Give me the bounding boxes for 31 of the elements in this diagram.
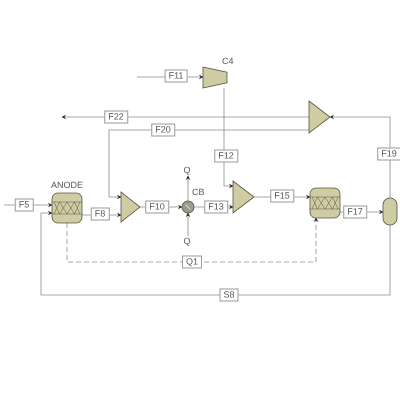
stream-line (108, 130, 310, 200)
stream-label: F20 (151, 124, 175, 136)
stream-line (186, 175, 190, 202)
stream-line (140, 204, 183, 210)
stream-line (136, 74, 204, 80)
stream-line (224, 88, 234, 188)
stream-label: F22 (104, 110, 128, 124)
stream-label: F8 (90, 208, 110, 220)
unit-label: CB (192, 187, 205, 197)
stream-label: F5 (14, 198, 34, 212)
stream-label: F12 (214, 150, 238, 162)
stream-line (4, 202, 53, 208)
stream-label: F19 (377, 148, 400, 160)
stream-label: Q (184, 236, 190, 246)
stream-label: F13 (204, 200, 228, 214)
stream-line (61, 114, 310, 120)
stream-label: Q1 (182, 256, 202, 268)
stream-line (340, 210, 384, 214)
stream-label: S8 (220, 288, 238, 302)
unit-label: C4 (222, 56, 234, 66)
stream-line (254, 194, 311, 200)
stream-label: F15 (270, 190, 294, 202)
stream-line (66, 217, 318, 262)
stream-line (186, 212, 190, 236)
stream-line (329, 114, 390, 198)
unit-label: ANODE (51, 180, 84, 190)
stream-label: Q (184, 165, 190, 175)
stream-label: F10 (145, 200, 169, 214)
stream-line (40, 210, 390, 296)
stream-label: F11 (164, 70, 188, 82)
stream-label: F17 (343, 206, 367, 218)
